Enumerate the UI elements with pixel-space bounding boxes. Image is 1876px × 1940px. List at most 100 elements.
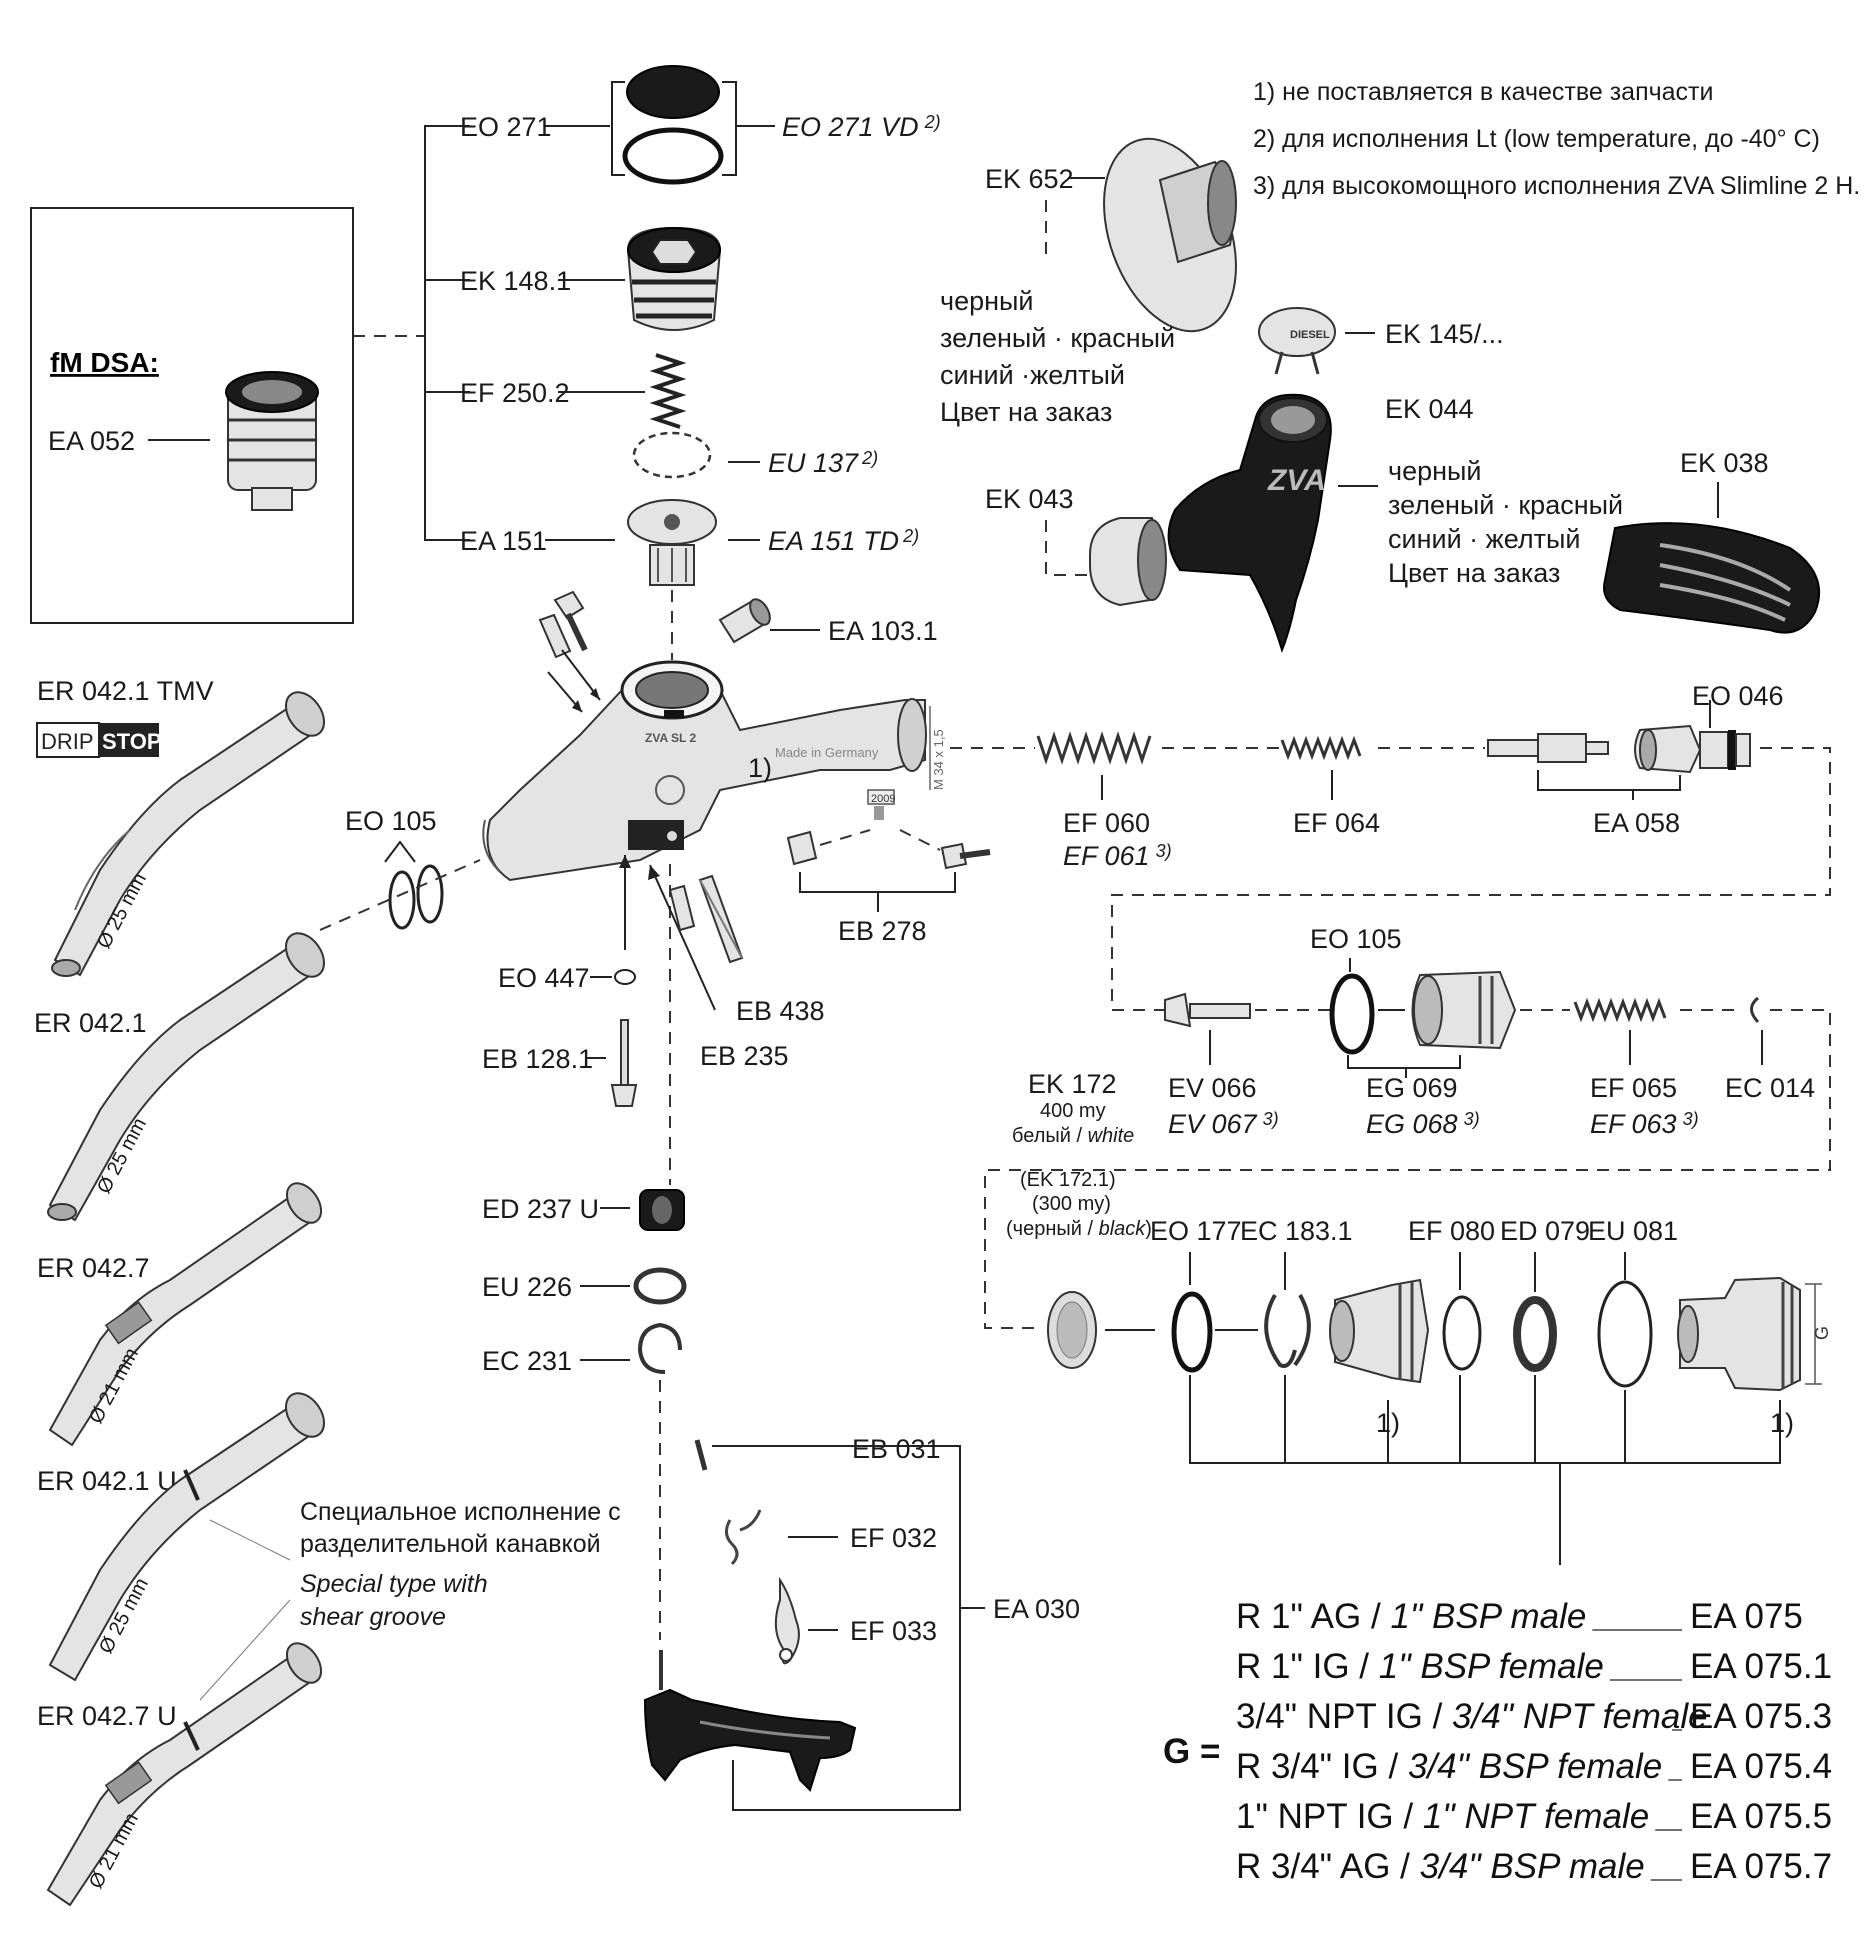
ek172-color: белый / white <box>1012 1125 1134 1147</box>
label-ea151: EA 151 <box>460 526 547 556</box>
ea151-part <box>627 499 717 586</box>
brand-mark: ZVA <box>1267 464 1326 497</box>
eo105-ring-a <box>388 870 416 930</box>
colors-left: черный зеленый · красный синий ·желтый Ц… <box>940 286 1175 427</box>
label-ef064: EF 064 <box>1293 808 1380 838</box>
svg-text:STOP: STOP <box>102 729 162 754</box>
label-ea058: EA 058 <box>1593 808 1680 838</box>
label-ed237: ED 237 U <box>482 1194 599 1224</box>
label-ef032: EF 032 <box>850 1523 937 1553</box>
spout-label-1: ER 042.1 TMV <box>37 676 214 706</box>
g-row-code: EA 075.3 <box>1690 1697 1832 1736</box>
ec183-clip <box>1264 1294 1311 1368</box>
special-note: Специальное исполнение с разделительной … <box>199 1498 621 1701</box>
label-ec231: EC 231 <box>482 1346 572 1376</box>
svg-text:DRIP: DRIP <box>41 729 94 754</box>
ek652-part <box>1103 137 1237 333</box>
color-left-4: Цвет на заказ <box>940 397 1112 427</box>
label-eo177: EO 177 <box>1150 1216 1242 1246</box>
special-en-2: shear groove <box>300 1603 446 1631</box>
dsa-frame <box>30 207 354 624</box>
ef033-part <box>774 1576 800 1665</box>
g-row-code: EA 075.5 <box>1690 1797 1832 1836</box>
special-ru-2: разделительной канавкой <box>300 1530 601 1558</box>
main-body: EA 103.1 ZVA SL 2 Made in Germany 2009 M… <box>319 590 991 1185</box>
g-table-label: G = <box>1163 1732 1220 1771</box>
label-eu081: EU 081 <box>1588 1216 1678 1246</box>
lever-group: EA 030 EB 031 EF 032 EF 033 <box>643 1434 1080 1811</box>
g-row-thread: R 1" AG / 1" BSP male <box>1236 1597 1586 1636</box>
label-ef033: EF 033 <box>850 1616 937 1646</box>
label-eg069: EG 069 <box>1366 1073 1458 1103</box>
ec014-clip <box>1750 996 1760 1024</box>
ea052-part <box>225 371 319 511</box>
ek038-grip <box>1603 522 1821 634</box>
dsa-title: fM DSA: <box>50 347 159 378</box>
label-ek148: EK 148.1 <box>460 266 571 296</box>
label-ek1721: (EK 172.1) <box>1020 1169 1116 1191</box>
ef065-spring <box>1573 997 1667 1023</box>
g-row-thread: R 3/4" IG / 3/4" BSP female <box>1236 1747 1662 1786</box>
spout-3 <box>48 1182 323 1447</box>
spout-label-5: ER 042.7 U <box>37 1701 177 1731</box>
label-ea052: EA 052 <box>48 426 135 456</box>
label-eo271: EO 271 <box>460 112 552 142</box>
ed237-part <box>639 1189 685 1231</box>
drip-stop-badge: DRIP STOP <box>36 722 162 758</box>
valve-body: ZVA SL 2 Made in Germany 2009 M 34 x 1,5… <box>482 660 946 882</box>
housing-right <box>1677 1276 1801 1392</box>
color-right-2: зеленый · красный <box>1388 490 1623 520</box>
body-fasteners <box>619 855 744 1011</box>
label-ed079: ED 079 <box>1500 1216 1590 1246</box>
label-ev066: EV 066 <box>1168 1073 1257 1103</box>
special-ru-1: Специальное исполнение с <box>300 1498 621 1526</box>
label-eb278: EB 278 <box>838 916 927 946</box>
label-ec014: EC 014 <box>1725 1073 1815 1103</box>
g-row-thread: 3/4" NPT IG / 3/4" NPT female <box>1236 1697 1708 1736</box>
body-year: 2009 <box>871 793 895 805</box>
g-row-code: EA 075.4 <box>1690 1747 1832 1786</box>
ek044-cover: ZVA <box>1150 393 1332 654</box>
body-made-in: Made in Germany <box>775 745 879 760</box>
ef064-spring <box>1280 735 1362 761</box>
special-en-1: Special type with <box>300 1570 488 1598</box>
eo271-cap <box>626 65 720 119</box>
label-eb128: EB 128.1 <box>482 1044 593 1074</box>
label-eu226: EU 226 <box>482 1272 572 1302</box>
spout-5 <box>46 1642 323 1907</box>
g-row-thread: 1" NPT IG / 1" NPT female <box>1236 1797 1649 1836</box>
lower-stack: ED 237 U EU 226 EC 231 <box>482 1189 687 1640</box>
label-ek043: EK 043 <box>985 484 1074 514</box>
g-row-thread: R 3/4" AG / 3/4" BSP male <box>1236 1847 1645 1886</box>
label-ef080: EF 080 <box>1408 1216 1495 1246</box>
ef080-ring <box>1442 1295 1482 1371</box>
label-ef060: EF 060 <box>1063 808 1150 838</box>
color-right-1: черный <box>1388 456 1482 486</box>
eo046-part <box>1634 724 1751 774</box>
ec231-clip <box>637 1322 682 1374</box>
ea058-stem <box>1487 733 1609 763</box>
footnotes: 1) не поставляется в качестве запчасти 2… <box>1253 78 1860 200</box>
label-ek145: EK 145/... <box>1385 319 1504 349</box>
covers-area: EK 652 черный зеленый · красный синий ·ж… <box>940 137 1821 654</box>
label-eo447: EO 447 <box>498 963 590 993</box>
eb128-pin <box>610 1019 638 1107</box>
label-eb438: EB 438 <box>736 996 825 1026</box>
label-ef250: EF 250.2 <box>460 378 570 408</box>
ek043-part <box>1089 517 1167 607</box>
label-eb031: EB 031 <box>852 1434 941 1464</box>
lever-handle <box>643 1650 857 1792</box>
body-note-1: 1) <box>748 753 772 783</box>
label-ek044: EK 044 <box>1385 394 1474 424</box>
